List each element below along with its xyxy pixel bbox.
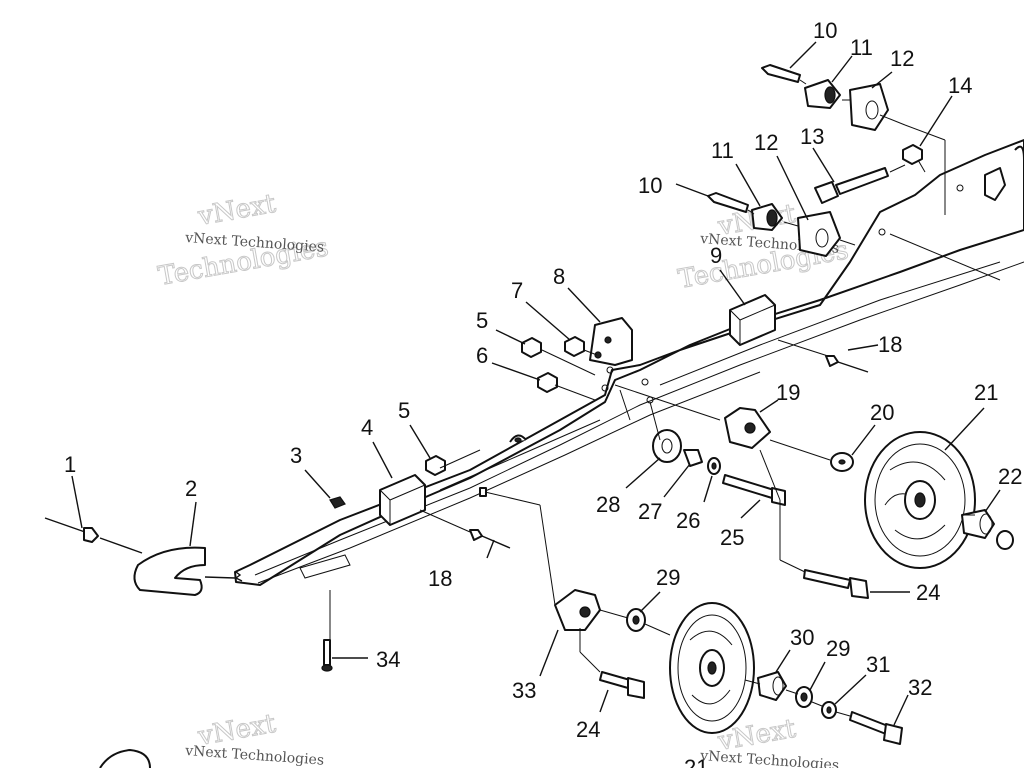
assembly-lines (329, 79, 1001, 717)
part-4-bumper (379, 474, 426, 526)
part-6-nut (537, 372, 558, 393)
part-30-spacer (757, 671, 787, 701)
callout-24-upper: 24 (916, 580, 940, 605)
part-5-nut-upper (521, 337, 542, 358)
callout-34: 34 (376, 647, 400, 672)
part-33-bracket (554, 589, 601, 631)
callout-18-upper: 18 (878, 332, 902, 357)
callout-19: 19 (776, 380, 800, 405)
part-29-washer-lower (795, 686, 813, 708)
part-21-wheel-lower (669, 602, 755, 734)
callout-26: 26 (676, 508, 700, 533)
callout-10-upper: 10 (813, 18, 837, 43)
part-19-bracket (724, 407, 771, 449)
part-29-washer-upper (626, 608, 646, 632)
callout-25: 25 (720, 525, 744, 550)
part-26-washer (707, 457, 721, 475)
callout-31: 31 (866, 652, 890, 677)
part-11-bushing-upper (804, 79, 841, 109)
part-18-screw-lower (469, 529, 511, 549)
callout-29-upper: 29 (656, 565, 680, 590)
part-24-bolt-upper (803, 569, 869, 599)
part-10-bolt-lower (707, 192, 749, 213)
callout-32: 32 (908, 675, 932, 700)
part-31-washer (821, 701, 837, 719)
callout-12-lower: 12 (754, 130, 778, 155)
callout-24-lower: 24 (576, 717, 600, 742)
callout-33: 33 (512, 678, 536, 703)
part-21-wheel-upper (864, 431, 976, 569)
part-24-bolt-lower (599, 671, 645, 699)
part-14-nut (902, 144, 923, 165)
callout-6: 6 (476, 343, 488, 368)
part-28-washer (652, 429, 682, 463)
part-18-screw-upper (825, 355, 869, 373)
part-22-spacer (961, 509, 1014, 550)
part-12-block-lower (797, 211, 841, 257)
part-7-nut (564, 336, 585, 357)
part-27-spacer (683, 449, 703, 467)
callout-12-upper: 12 (890, 46, 914, 71)
callout-numbers: 1 2 3 4 5 5 6 7 8 9 10 10 11 11 12 12 13… (64, 18, 1022, 768)
callout-7: 7 (511, 278, 523, 303)
callout-21-upper: 21 (974, 380, 998, 405)
callout-14: 14 (948, 73, 972, 98)
part-5-nut-lower (425, 455, 446, 476)
part-8-plate (589, 317, 633, 366)
callout-29-lower: 29 (826, 636, 850, 661)
svg-text:vNext Technologies: vNext Technologies (699, 748, 840, 768)
part-32-bolt (849, 711, 903, 745)
part-34-bolt (321, 639, 333, 672)
callout-30: 30 (790, 625, 814, 650)
callout-18-lower: 18 (428, 566, 452, 591)
svg-text:vNext: vNext (195, 189, 278, 232)
callout-10-lower: 10 (638, 173, 662, 198)
callout-5-upper: 5 (476, 308, 488, 333)
callout-1: 1 (64, 452, 76, 477)
part-1-screw (44, 517, 143, 554)
watermark-lower-left: vNext vNext Technologies (184, 708, 325, 768)
callout-8: 8 (553, 264, 565, 289)
part-11-bushing-lower (751, 203, 783, 231)
watermark-upper-left: vNext Technologies vNext Technologies (156, 188, 332, 292)
callout-11-upper: 11 (850, 35, 873, 60)
callout-11-lower: 11 (711, 138, 734, 163)
callout-3: 3 (290, 443, 302, 468)
part-9-bumper (729, 294, 776, 346)
svg-text:vNext Technologies: vNext Technologies (184, 743, 325, 768)
part-13-bolt (814, 167, 889, 204)
callout-27: 27 (638, 499, 662, 524)
callout-4: 4 (361, 415, 373, 440)
callout-28: 28 (596, 492, 620, 517)
callout-2: 2 (185, 476, 197, 501)
callout-5-lower: 5 (398, 398, 410, 423)
partial-part-bottom-left (99, 749, 151, 768)
callout-9: 9 (710, 243, 722, 268)
callout-20: 20 (870, 400, 894, 425)
part-2-cap (133, 546, 236, 596)
callout-22: 22 (998, 464, 1022, 489)
part-10-bolt-upper (761, 64, 801, 83)
callout-13: 13 (800, 124, 824, 149)
part-3-nut (329, 496, 346, 509)
part-20-washer (830, 452, 854, 472)
part-12-block-upper (849, 83, 889, 131)
callout-21-lower: 21 (684, 755, 708, 768)
leader-lines (71, 41, 1001, 726)
